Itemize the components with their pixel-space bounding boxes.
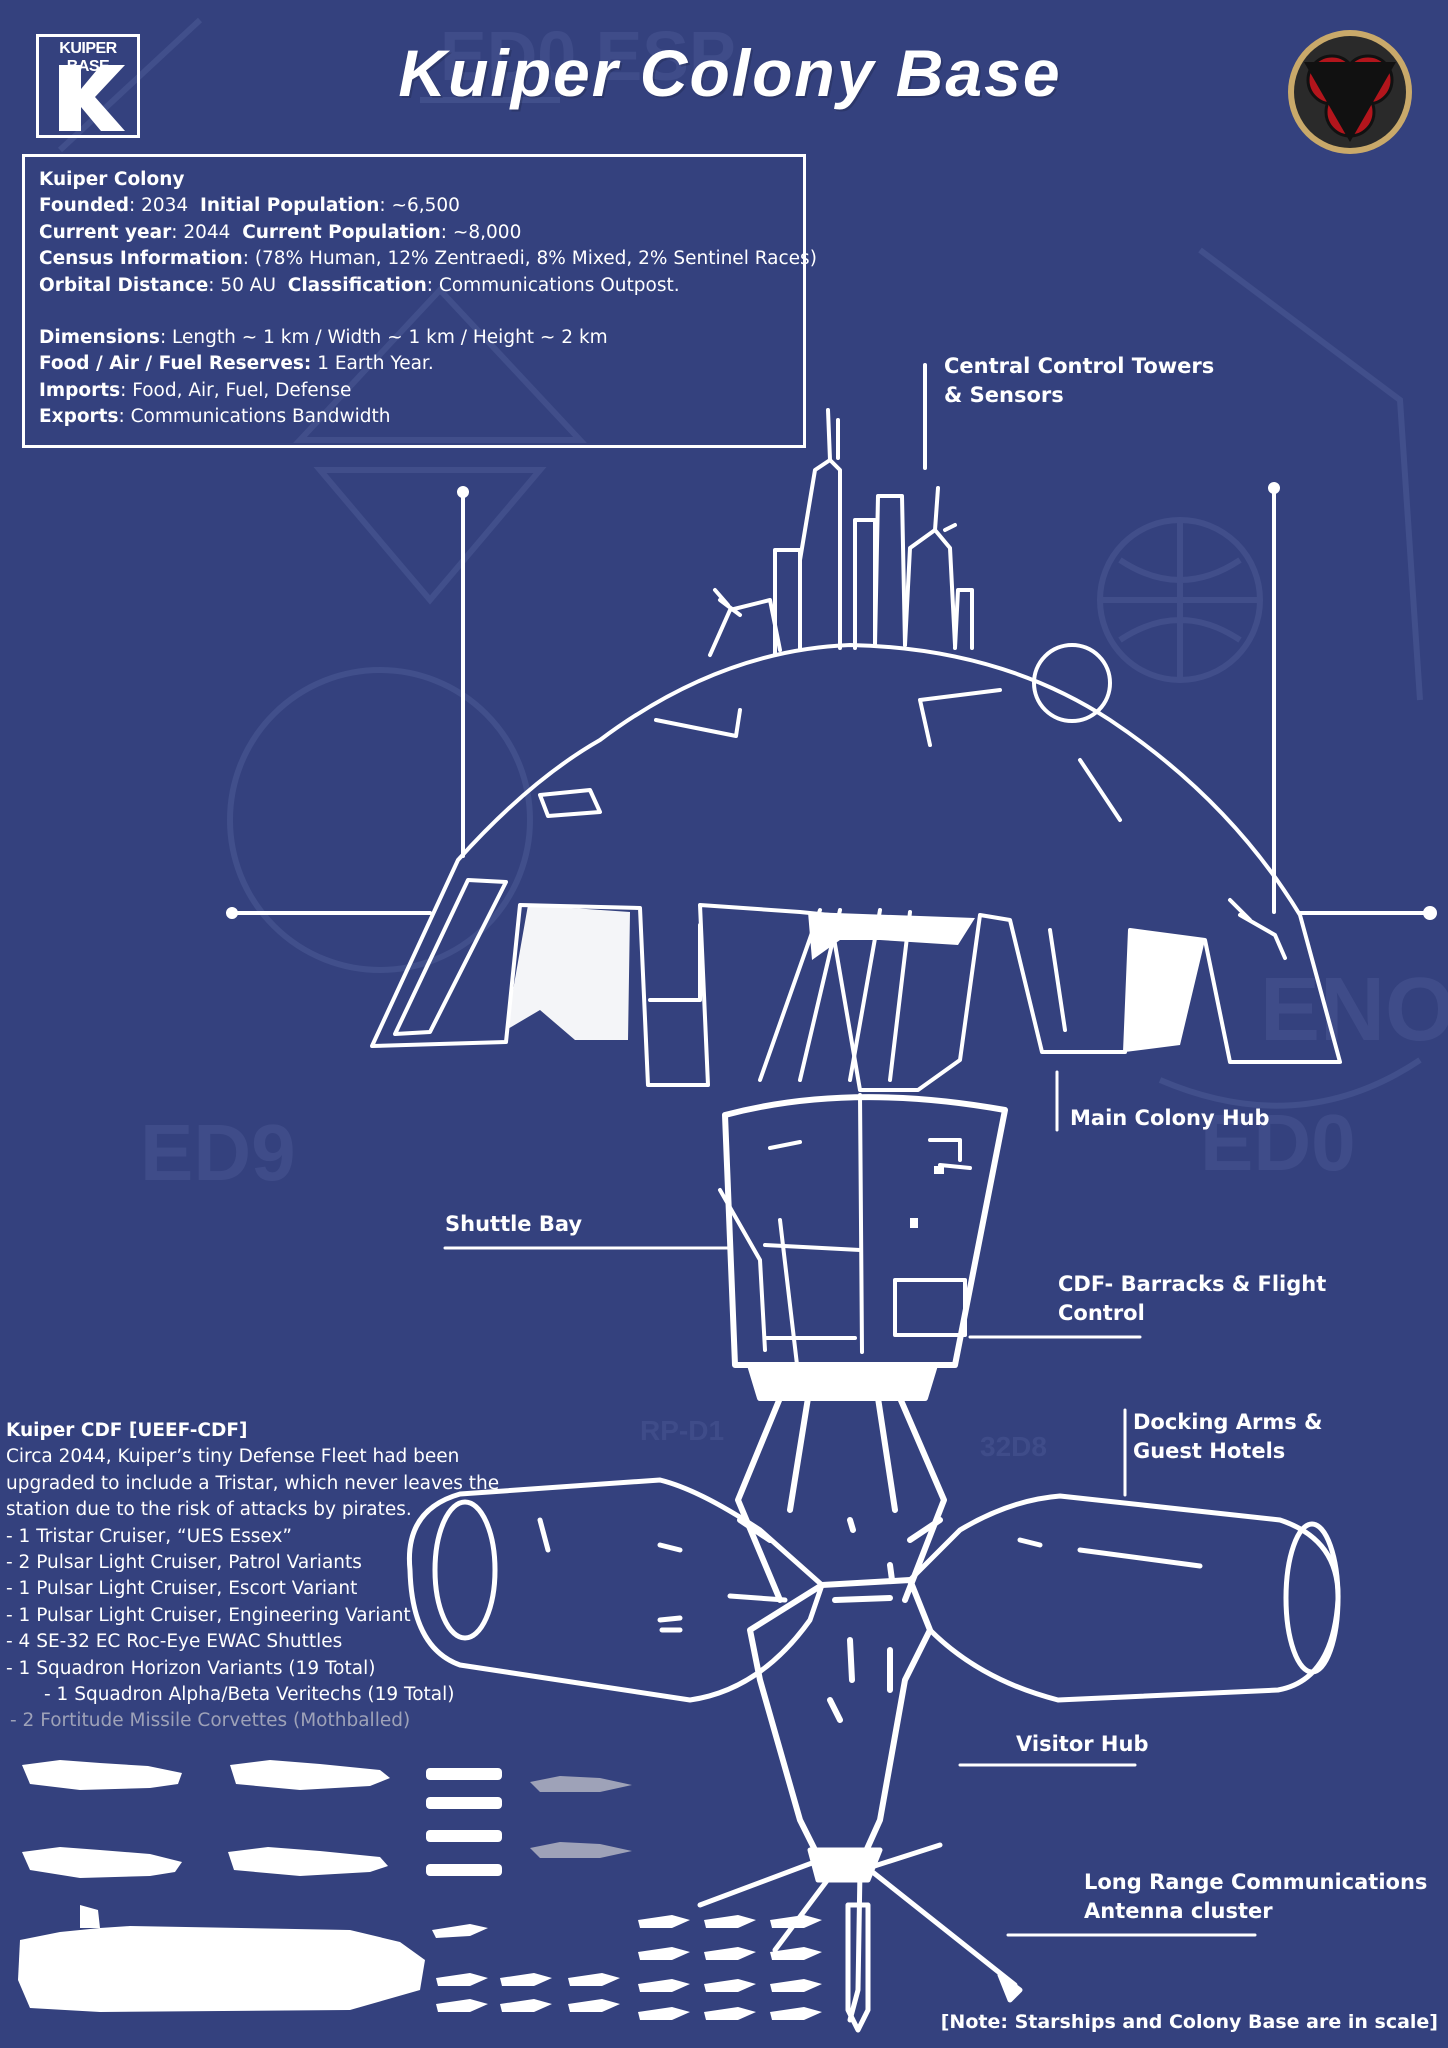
orbital-label: Orbital Distance (39, 274, 209, 296)
label-control-towers-line1: Central Control Towers (944, 354, 1215, 378)
svg-text:RP-D1: RP-D1 (640, 1415, 724, 1446)
label-barracks-line2: Control (1058, 1301, 1145, 1325)
fleet-item: - 2 Pulsar Light Cruiser, Patrol Variant… (6, 1552, 362, 1574)
defense-fleet-panel: Kuiper CDF [UEEF-CDF] Circa 2044, Kuiper… (6, 1418, 506, 1735)
exports-value: : Communications Bandwidth (118, 406, 391, 428)
founded-label: Founded (39, 195, 129, 217)
label-visitor-hub: Visitor Hub (1016, 1732, 1149, 1756)
classification-label: Classification (287, 274, 427, 296)
reserves-label: Food / Air / Fuel Reserves: (39, 353, 312, 375)
fleet-item: - 1 Pulsar Light Cruiser, Escort Variant (6, 1578, 358, 1600)
fleet-silhouettes (18, 1760, 502, 2012)
mothballed-corvettes (530, 1776, 632, 1858)
defense-fleet-desc-3: station due to the risk of attacks by pi… (6, 1499, 412, 1521)
founded-value: : 2034 (128, 195, 189, 217)
svg-text:ENO: ENO (1260, 960, 1448, 1060)
page-title: Kuiper Colony Base (398, 36, 1062, 110)
control-towers (708, 363, 974, 657)
imports-value: : Food, Air, Fuel, Defense (120, 379, 352, 401)
antenna-cluster (697, 1842, 1023, 2033)
label-shuttle-bay: Shuttle Bay (445, 1212, 583, 1236)
colony-insignia-icon (1288, 30, 1412, 154)
imports-label: Imports (39, 379, 121, 401)
initial-pop-label: Initial Population (199, 195, 380, 217)
k-logo-icon (59, 65, 125, 131)
label-barracks-line1: CDF- Barracks & Flight (1058, 1272, 1327, 1296)
label-docking-arms: Docking Arms & Guest Hotels (1133, 1408, 1322, 1466)
initial-pop-value: : ~6,500 (379, 195, 460, 217)
fleet-item: - 1 Squadron Horizon Variants (19 Total) (6, 1657, 376, 1679)
svg-text:ED9: ED9 (140, 1108, 296, 1197)
dimensions-value: : Length ~ 1 km / Width ~ 1 km / Height … (159, 327, 608, 349)
classification-value: : Communications Outpost. (426, 274, 680, 296)
label-main-hub: Main Colony Hub (1070, 1106, 1270, 1130)
fleet-mothballed-item: - 2 Fortitude Missile Corvettes (Mothbal… (10, 1710, 411, 1732)
label-antenna-line2: Antenna cluster (1084, 1899, 1273, 1923)
label-control-towers-line2: & Sensors (944, 383, 1064, 407)
fleet-sub-item: - 1 Squadron Alpha/Beta Veritechs (19 To… (44, 1684, 455, 1706)
defense-fleet-desc-2: upgraded to include a Tristar, which nev… (6, 1472, 500, 1494)
fleet-item: - 1 Tristar Cruiser, “UES Essex” (6, 1525, 293, 1547)
label-control-towers: Central Control Towers & Sensors (944, 352, 1214, 410)
current-year-label: Current year (39, 221, 172, 243)
kuiper-base-logo: KUIPER BASE (36, 34, 140, 138)
scale-note: [Note: Starships and Colony Base are in … (940, 2011, 1438, 2033)
census-label: Census Information (39, 248, 243, 270)
svg-text:ED0 ESP: ED0 ESP (440, 17, 736, 95)
label-docking-line1: Docking Arms & (1133, 1410, 1323, 1434)
exports-label: Exports (39, 406, 119, 428)
label-antenna-cluster: Long Range Communications Antenna cluste… (1084, 1868, 1427, 1926)
station-detail-fills (506, 905, 1205, 1228)
colony-name: Kuiper Colony (39, 169, 185, 190)
visitor-hub (747, 1517, 933, 1863)
current-pop-value: : ~8,000 (440, 221, 522, 243)
colony-info-panel: Kuiper Colony Founded: 2034 Initial Popu… (22, 154, 817, 448)
dimensions-label: Dimensions (39, 327, 160, 349)
reserves-value: 1 Earth Year. (311, 353, 434, 375)
defense-fleet-title: Kuiper CDF [UEEF-CDF] (6, 1420, 248, 1441)
callout-leaders (443, 1070, 1257, 1937)
current-pop-label: Current Population (242, 221, 441, 243)
fighter-silhouettes (432, 1915, 822, 2020)
svg-text:ED0: ED0 (1200, 1098, 1356, 1187)
label-barracks: CDF- Barracks & Flight Control (1058, 1270, 1326, 1328)
neck-section (735, 1362, 947, 1603)
fleet-item: - 4 SE-32 EC Roc-Eye EWAC Shuttles (6, 1631, 343, 1653)
orbital-value: : 50 AU (208, 274, 276, 296)
dimension-lines (226, 482, 1437, 920)
fleet-item: - 1 Pulsar Light Cruiser, Engineering Va… (6, 1604, 411, 1626)
current-year-value: : 2044 (171, 221, 231, 243)
svg-text:32D8: 32D8 (980, 1431, 1047, 1462)
label-docking-line2: Guest Hotels (1133, 1439, 1286, 1463)
left-docking-arm (406, 1477, 825, 1703)
defense-fleet-desc-1: Circa 2044, Kuiper’s tiny Defense Fleet … (6, 1446, 460, 1468)
label-antenna-line1: Long Range Communications (1084, 1870, 1428, 1894)
census-value: : (78% Human, 12% Zentraedi, 8% Mixed, 2… (242, 248, 817, 270)
main-hub (718, 908, 1008, 1392)
right-docking-arm (907, 1493, 1341, 1703)
